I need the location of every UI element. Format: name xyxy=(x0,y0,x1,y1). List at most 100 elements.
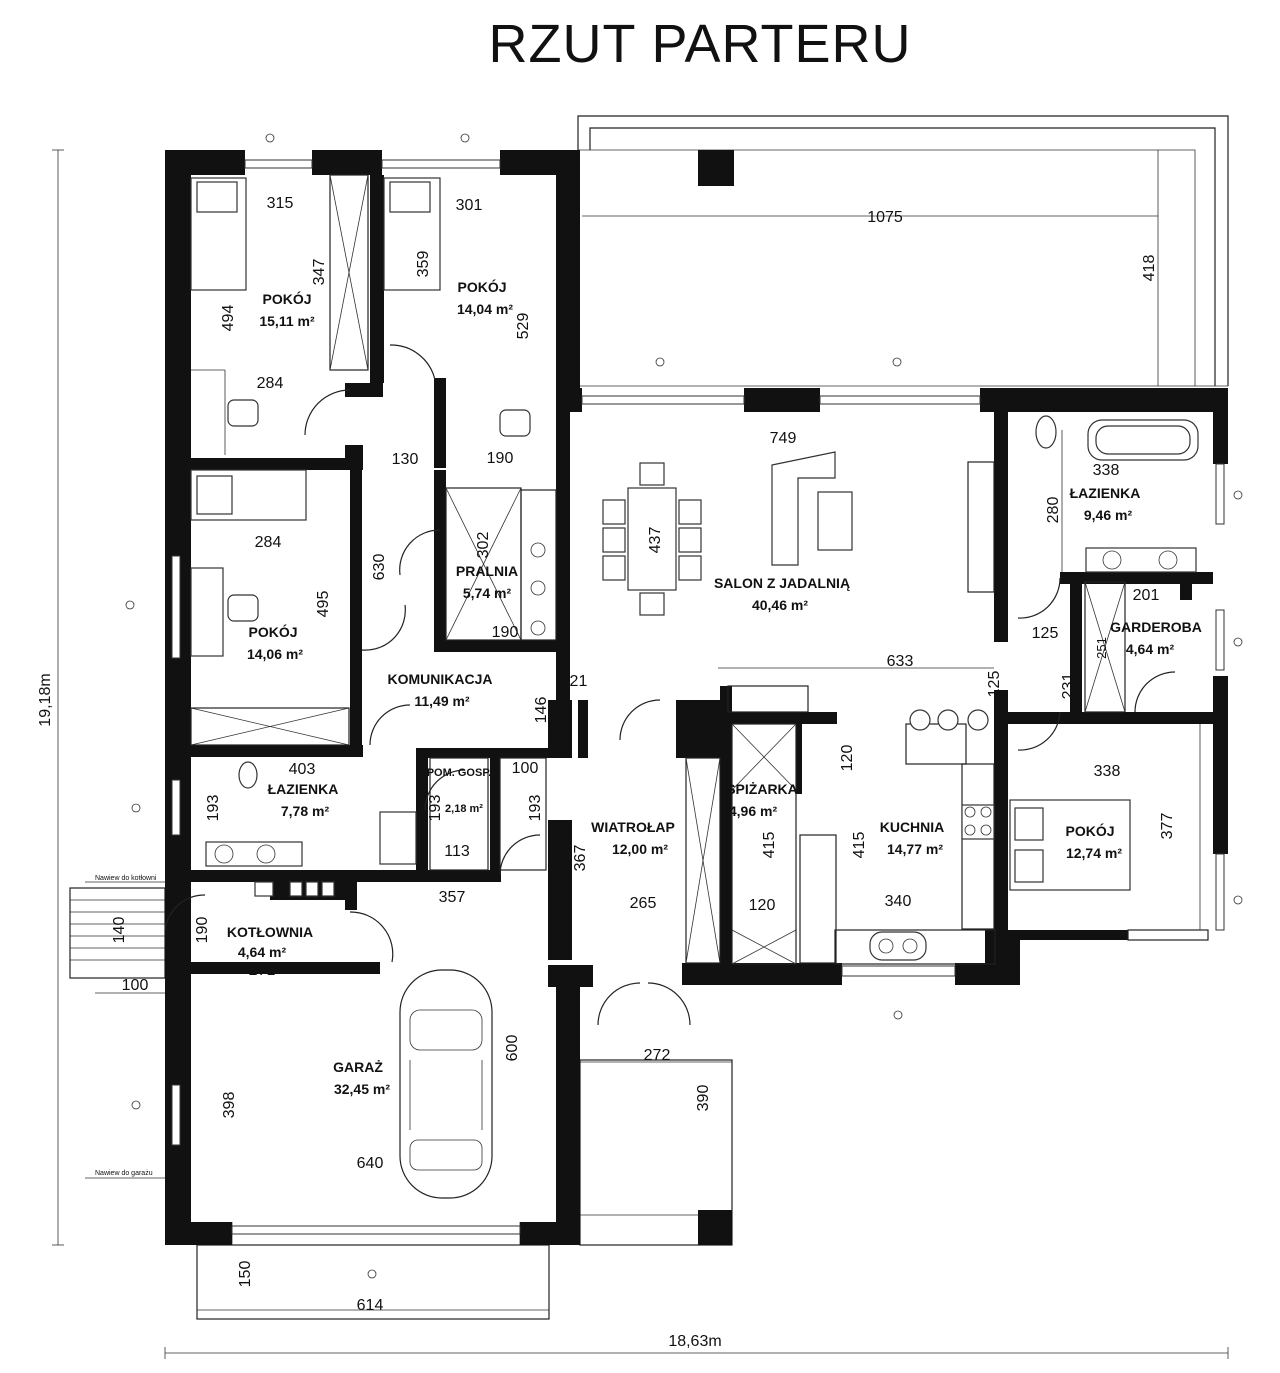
dimension-label: 265 xyxy=(630,895,657,912)
dimension-label: 231 xyxy=(1060,673,1077,700)
dimension-label: 390 xyxy=(695,1085,712,1112)
plan-title: RZUT PARTERU xyxy=(488,14,911,74)
dimension-label: 125 xyxy=(1032,625,1059,642)
room-name: POKÓJ xyxy=(248,623,297,640)
dimension-label: 193 xyxy=(527,795,544,822)
room-area: 14,06 m² xyxy=(247,646,303,662)
room-area: 14,77 m² xyxy=(887,841,943,857)
dimension-label: 302 xyxy=(475,532,492,559)
dimension-label: 614 xyxy=(357,1297,384,1314)
room-name: SALON Z JADALNIĄ xyxy=(714,575,850,591)
room-area: 12,74 m² xyxy=(1066,845,1122,861)
notes: Nawiew do kotłowni Nawiew do garażu xyxy=(85,875,165,1179)
dimension-label: 347 xyxy=(311,259,328,286)
dimension-label: 190 xyxy=(194,917,211,944)
room-name: POKÓJ xyxy=(262,290,311,307)
room-area: 9,46 m² xyxy=(1084,507,1133,523)
dimension-label: 418 xyxy=(1141,255,1158,282)
room-name: POKÓJ xyxy=(457,278,506,295)
note-garage-entry: Nawiew do garażu xyxy=(95,1170,153,1177)
dimension-label: 120 xyxy=(839,745,856,772)
dimension-label: 338 xyxy=(1093,462,1120,479)
room-name: GARDEROBA xyxy=(1110,619,1202,635)
dimension-label: 633 xyxy=(887,653,914,670)
dimension-label: 100 xyxy=(122,977,149,994)
room-name: KUCHNIA xyxy=(880,819,945,835)
dimension-label: 495 xyxy=(315,591,332,618)
dimension-label: 398 xyxy=(221,1092,238,1119)
dimension-label: 120 xyxy=(749,897,776,914)
dimension-label: 340 xyxy=(885,893,912,910)
dimension-label: 367 xyxy=(572,845,589,872)
room-area: 2,18 m² xyxy=(445,803,483,815)
dimension-label: 749 xyxy=(770,430,797,447)
dimension-label: 403 xyxy=(289,761,316,778)
overall-dimensions: 19,18m 18,63m xyxy=(37,149,1229,1359)
interior-lines xyxy=(190,174,1209,965)
room-name: POM. GOSP. xyxy=(427,767,492,779)
room-area: 12,00 m² xyxy=(612,841,668,857)
dimension-label: 284 xyxy=(255,534,282,551)
room-area: 4,64 m² xyxy=(238,944,287,960)
dimension-label: 280 xyxy=(1045,497,1062,524)
dimension-label: 415 xyxy=(761,832,778,859)
dimension-label: 437 xyxy=(647,527,664,554)
dimension-label: 251 xyxy=(1094,637,1109,659)
dimension-label: 193 xyxy=(427,795,444,822)
dimension-label: 415 xyxy=(851,832,868,859)
room-name: KOMUNIKACJA xyxy=(388,671,493,687)
overall-width: 18,63m xyxy=(668,1333,721,1350)
windows xyxy=(171,159,1225,1235)
dimension-label: 201 xyxy=(1133,587,1160,604)
dimension-label: 113 xyxy=(444,843,470,860)
terrace-outline xyxy=(577,115,1229,387)
dimension-label: 130 xyxy=(392,451,419,468)
dimension-label: 146 xyxy=(533,697,550,724)
dimension-label: 315 xyxy=(267,195,294,212)
room-area: 4,64 m² xyxy=(1126,641,1175,657)
room-area: 5,74 m² xyxy=(463,585,512,601)
dimension-label: 1075 xyxy=(867,209,903,226)
opening-markers xyxy=(125,133,1243,1279)
room-name: WIATROŁAP xyxy=(591,819,675,835)
dimension-label: 640 xyxy=(357,1155,384,1172)
dimension-label: 494 xyxy=(220,305,237,332)
room-area: 11,49 m² xyxy=(414,693,470,709)
car xyxy=(399,969,493,1199)
dimension-label: 193 xyxy=(205,795,222,822)
dimension-label: 301 xyxy=(456,197,483,214)
overall-height: 19,18m xyxy=(37,673,54,726)
dimension-label: 271 xyxy=(249,962,276,979)
dimension-label: 357 xyxy=(439,889,466,906)
doors xyxy=(164,344,1176,1026)
note-boiler-entry: Nawiew do kotłowni xyxy=(95,875,157,882)
room-area: 32,45 m² xyxy=(334,1081,390,1097)
room-area: 7,78 m² xyxy=(281,803,330,819)
room-name: ŁAZIENKA xyxy=(1070,485,1141,501)
room-name: KOTŁOWNIA xyxy=(227,924,313,940)
dining-table xyxy=(627,487,677,591)
dimension-label: 284 xyxy=(257,375,284,392)
dimension-label: 140 xyxy=(111,917,128,944)
dimension-label: 150 xyxy=(237,1261,254,1288)
dimension-label: 190 xyxy=(492,624,519,641)
dimension-label: 621 xyxy=(561,673,588,690)
dimension-label: 529 xyxy=(515,313,532,340)
dimension-label: 630 xyxy=(371,554,388,581)
dimension-labels: 315 301 1075 418 347 359 494 529 284 130… xyxy=(111,195,1176,1314)
room-name: GARAŻ xyxy=(333,1059,383,1075)
dimension-label: 377 xyxy=(1159,813,1176,840)
room-labels: POKÓJ 15,11 m² POKÓJ 14,04 m² POKÓJ 14,0… xyxy=(227,278,1202,1097)
dimension-label: 338 xyxy=(1094,763,1121,780)
room-name: POKÓJ xyxy=(1065,822,1114,839)
room-area: 15,11 m² xyxy=(259,313,315,329)
sofa xyxy=(771,451,836,566)
walls xyxy=(165,150,1228,1245)
room-name: ŁAZIENKA xyxy=(268,781,339,797)
dimension-label: 100 xyxy=(512,760,539,777)
entry-steps xyxy=(69,887,166,994)
room-area: 4,96 m² xyxy=(729,803,778,819)
dimension-label: 190 xyxy=(487,450,514,467)
dimension-label: 600 xyxy=(504,1035,521,1062)
dimension-label: 359 xyxy=(415,251,432,278)
